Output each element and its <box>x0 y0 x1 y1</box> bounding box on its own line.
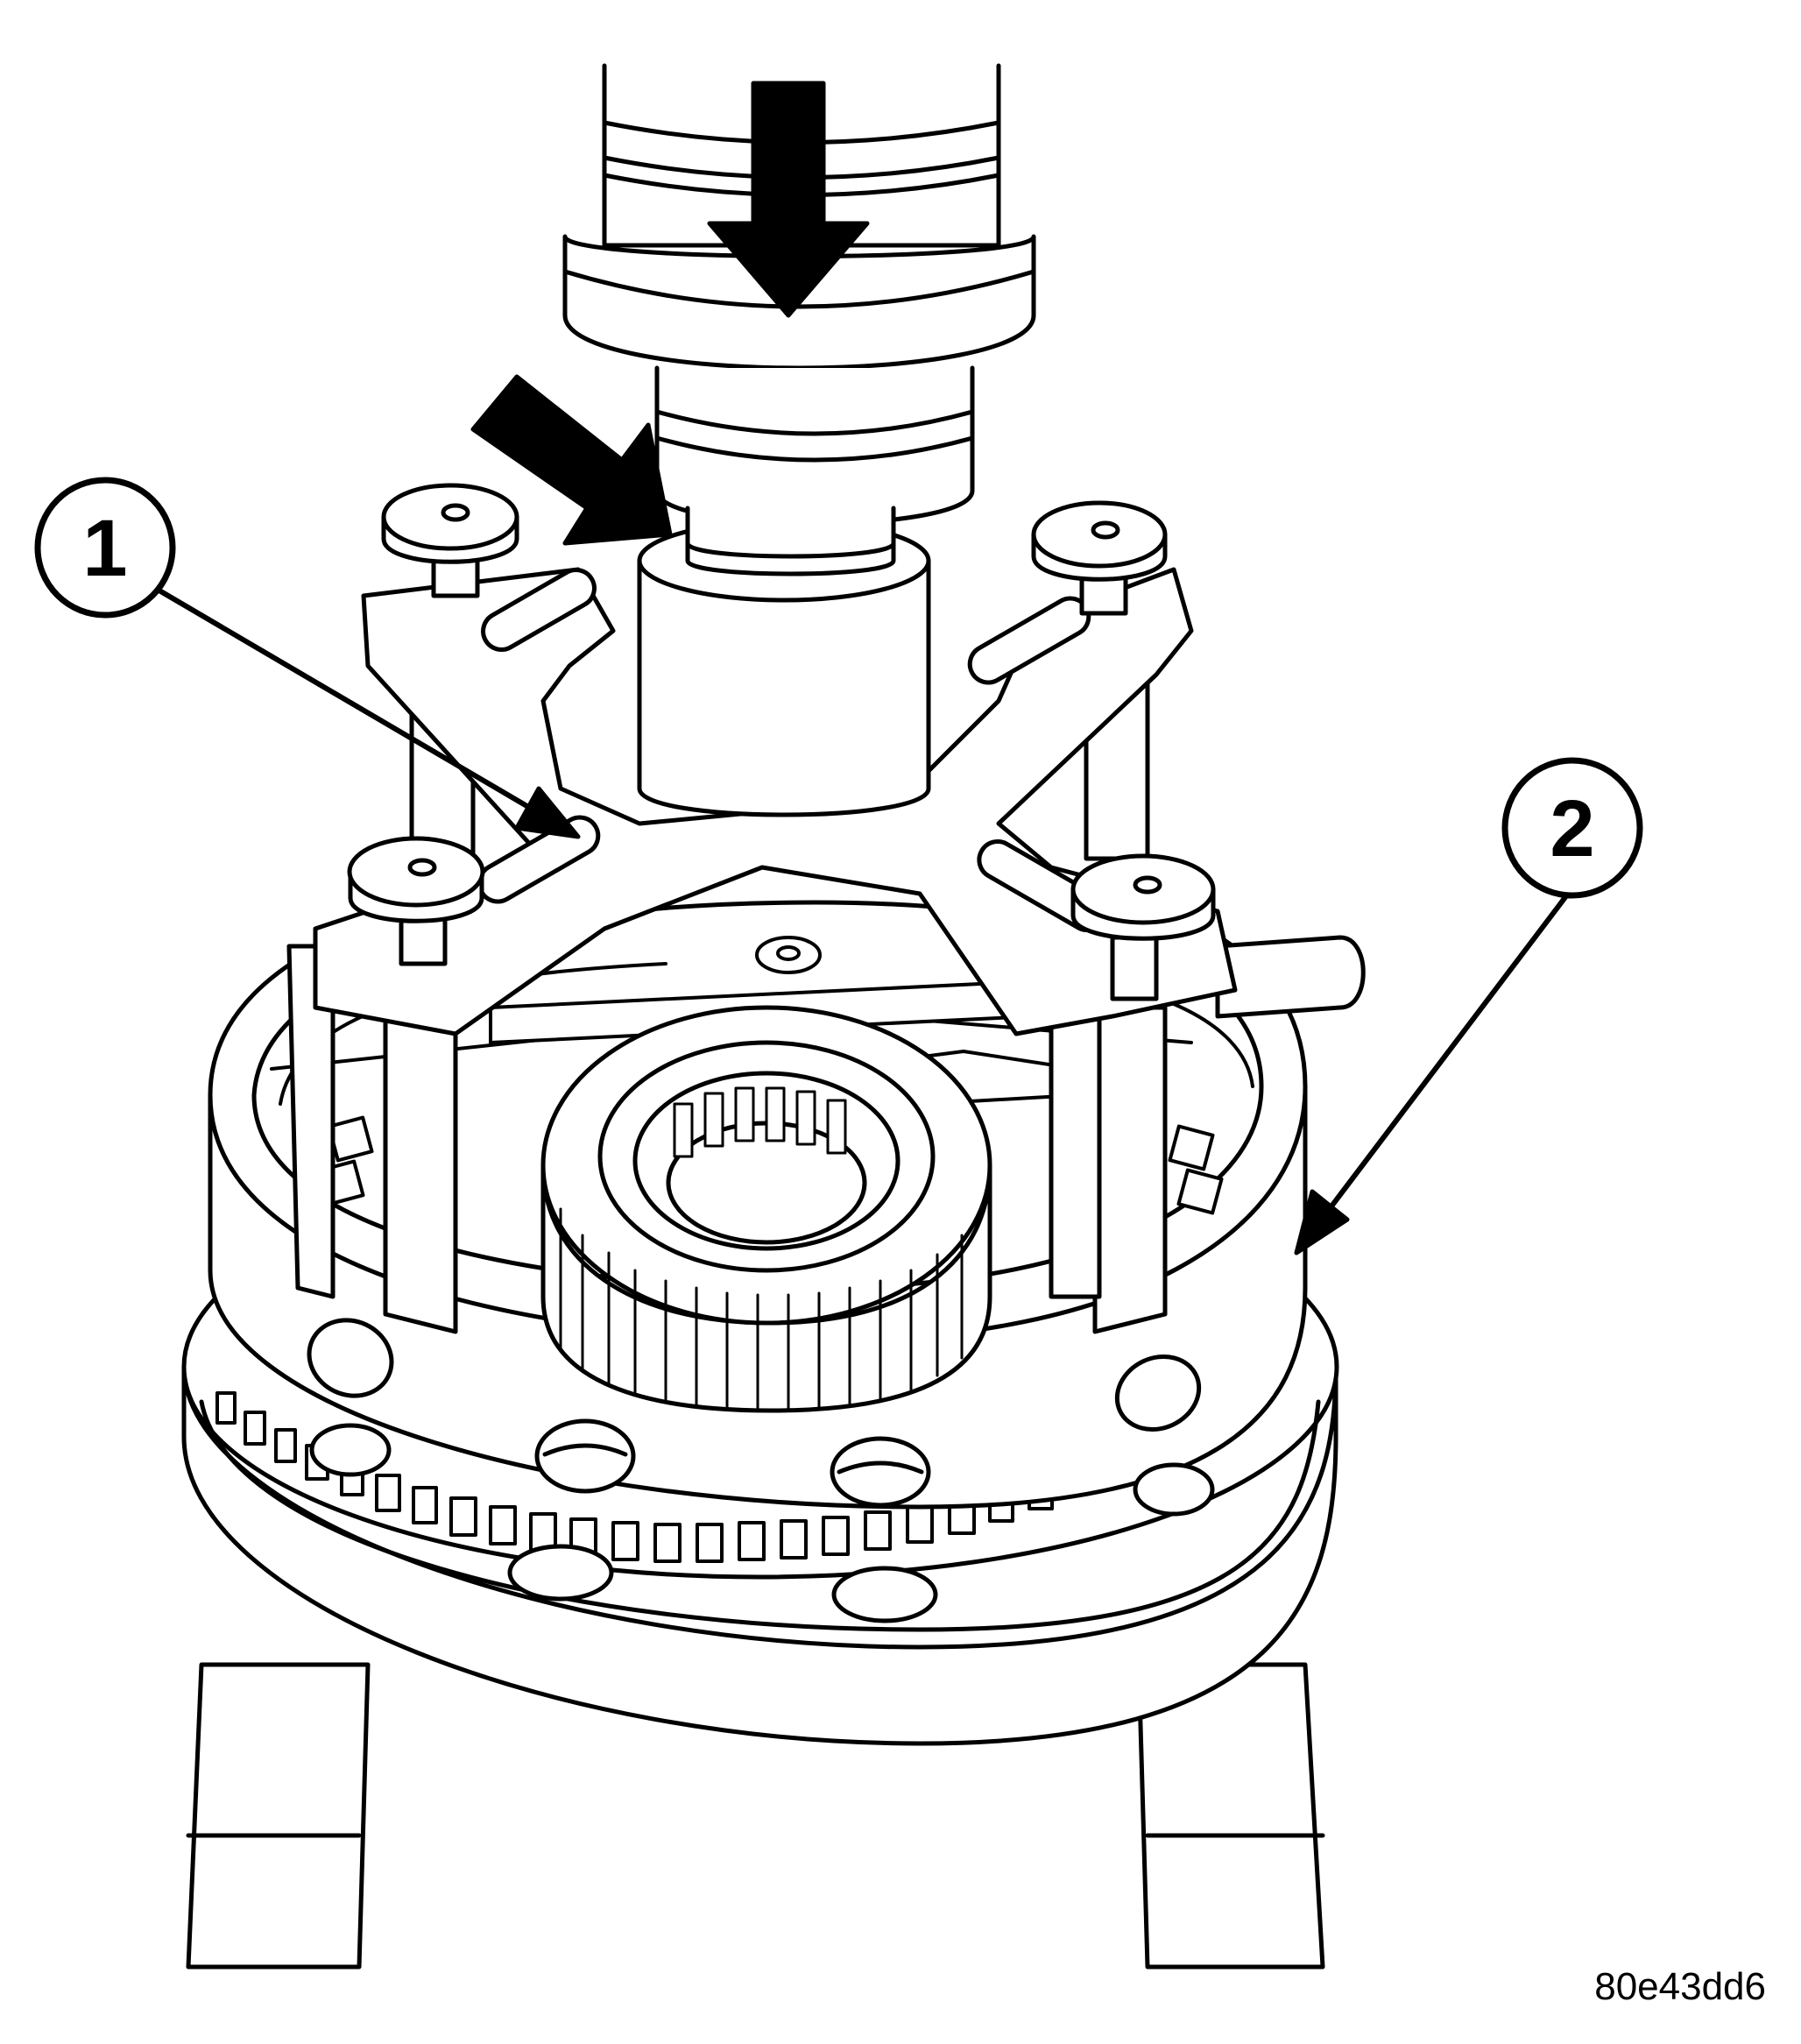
callout-1: 1 <box>34 477 176 619</box>
leader-head-2 <box>1294 1189 1350 1255</box>
down-arrow <box>707 81 870 318</box>
callout-1-label: 1 <box>82 504 127 593</box>
leader-line-2 <box>1320 891 1571 1220</box>
callout-2-label: 2 <box>1550 784 1594 873</box>
gear <box>540 1005 992 1413</box>
callout-2: 2 <box>1501 757 1643 899</box>
force-arrows <box>470 81 870 546</box>
leader-arrows <box>151 584 1571 1255</box>
stand-legs <box>186 1662 1325 1970</box>
side-handle <box>1215 935 1366 1019</box>
leader-line-1 <box>151 584 537 813</box>
adjuster-knobs <box>347 483 1216 1001</box>
figure-id: 80e43dd6 <box>1594 1965 1766 2008</box>
angled-arrow <box>470 374 673 546</box>
leader-head-1 <box>514 786 581 839</box>
